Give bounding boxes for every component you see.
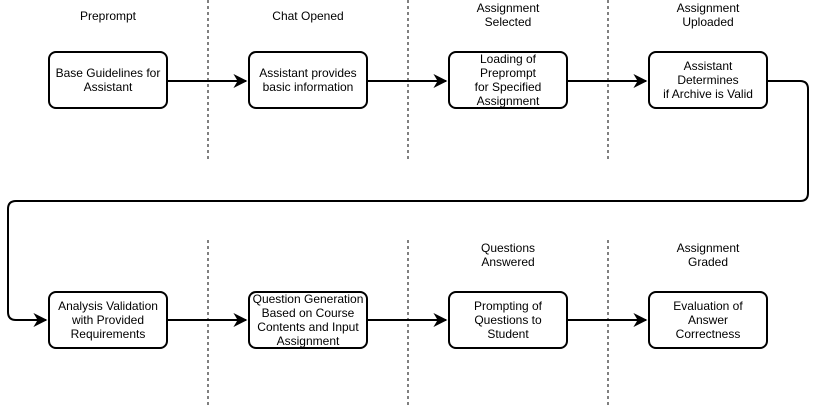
process-box-analysis-validation[interactable]: Analysis Validation with Provided Requir… — [48, 291, 168, 349]
process-box-answer-evaluation[interactable]: Evaluation of Answer Correctness — [648, 291, 768, 349]
stage-label-questions-answered: Questions Answered — [480, 241, 536, 269]
wrap-connector-arrow — [7, 80, 809, 327]
process-box-question-generation[interactable]: Question Generation Based on Course Cont… — [248, 291, 368, 349]
process-box-prompting-questions[interactable]: Prompting of Questions to Student — [448, 291, 568, 349]
process-box-archive-validation[interactable]: Assistant Determines if Archive is Valid — [648, 51, 768, 109]
process-box-assistant-provides-info[interactable]: Assistant provides basic information — [248, 51, 368, 109]
process-box-loading-preprompt[interactable]: Loading of Preprompt for Specified Assig… — [448, 51, 568, 109]
stage-label-assignment-uploaded: Assignment Uploaded — [676, 1, 740, 29]
process-box-base-guidelines[interactable]: Base Guidelines for Assistant — [48, 51, 168, 109]
stage-label-chat-opened: Chat Opened — [272, 9, 344, 23]
stage-label-assignment-graded: Assignment Graded — [676, 241, 740, 269]
stage-label-preprompt: Preprompt — [79, 9, 137, 23]
stage-label-assignment-selected: Assignment Selected — [476, 1, 540, 29]
